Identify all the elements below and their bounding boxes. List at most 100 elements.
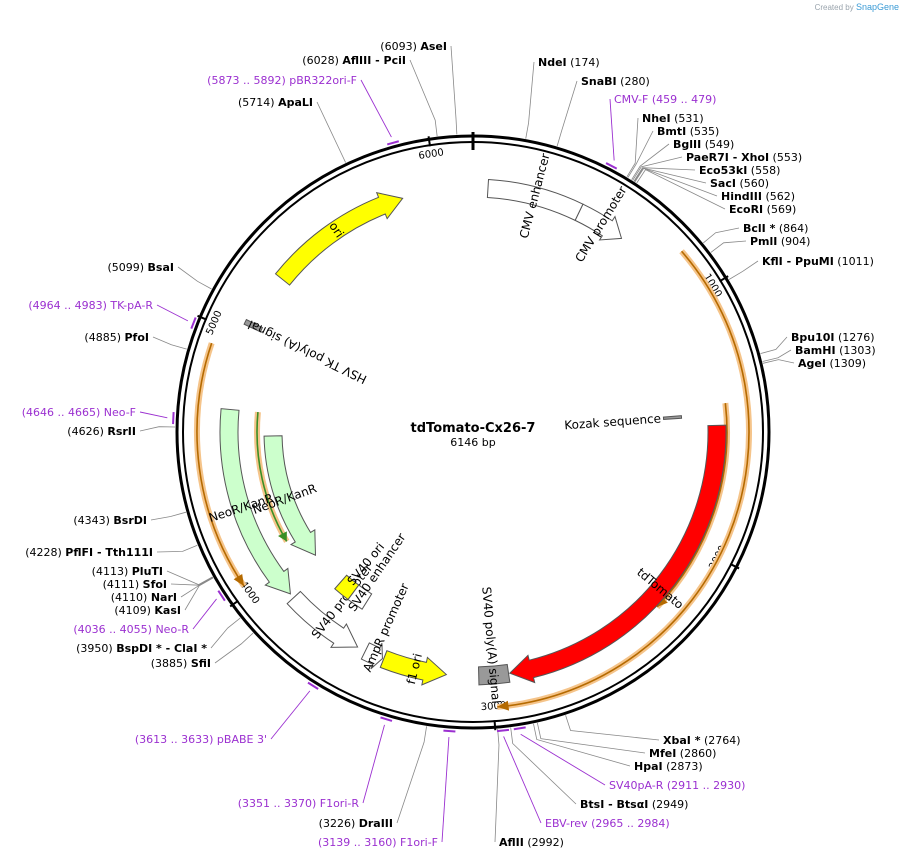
enzyme-label: HpaI (2873)	[634, 760, 703, 773]
enzyme-leader-line	[703, 227, 740, 244]
orf-arc-line	[656, 403, 728, 608]
enzyme-leader-line	[710, 240, 747, 253]
feature-arrow	[334, 574, 360, 601]
enzyme-name: PmlI	[750, 235, 777, 248]
enzyme-label: Eco53kI (558)	[699, 164, 780, 177]
primer-leader-line	[441, 737, 450, 843]
enzyme-num: (6028)	[302, 54, 342, 67]
enzyme-num: (4113)	[92, 565, 132, 578]
enzyme-name: PaeR7I	[686, 151, 729, 164]
enzyme-name: HpaI	[634, 760, 663, 773]
enzyme-name: ApaLI	[278, 96, 313, 109]
enzyme-name: SacI	[710, 177, 736, 190]
enzyme-num: (549)	[701, 138, 734, 151]
enzyme-name: BsaI	[148, 261, 174, 274]
enzyme-label: NheI (531)	[642, 112, 704, 125]
plasmid-length: 6146 bp	[450, 436, 495, 449]
enzyme-num: (3226)	[319, 817, 359, 830]
enzyme-name: BglII	[673, 138, 701, 151]
enzyme-leader-line	[177, 266, 212, 290]
enzyme-label: (6028) AflIII - PciI	[302, 54, 406, 67]
enzyme-name: AflII	[499, 836, 524, 849]
enzyme-label: (4626) RsrII	[67, 425, 136, 438]
enzyme-name: XbaI *	[663, 734, 701, 747]
enzyme-label: BmtI (535)	[657, 125, 719, 138]
orf-arc-line	[256, 411, 288, 542]
feature-arrow	[347, 584, 373, 610]
primer-bar	[190, 317, 197, 330]
enzyme-name: AseI	[420, 40, 447, 53]
enzyme-num: (4885)	[84, 331, 124, 344]
orf-arrowhead	[278, 531, 287, 542]
orf-arc-line	[497, 250, 750, 708]
enzyme-name: SfiI	[191, 657, 211, 670]
enzyme-leader-line	[150, 511, 187, 521]
primer-label: (3613 .. 3633) pBABE 3'	[135, 733, 267, 746]
enzyme-leader-line	[728, 260, 759, 280]
enzyme-num: (2949)	[648, 798, 688, 811]
primer-label: (4036 .. 4055) Neo-R	[73, 623, 189, 636]
primer-bar	[386, 140, 400, 146]
enzyme-num: (4109)	[114, 604, 154, 617]
enzyme-leader-line	[525, 61, 535, 139]
primer-label: (3139 .. 3160) F1ori-F	[318, 836, 438, 849]
enzyme-num: (535)	[686, 125, 719, 138]
enzyme-num: (1309)	[826, 357, 866, 370]
enzyme-num: (4228)	[25, 546, 65, 559]
enzyme-num: (1011)	[834, 255, 874, 268]
enzyme-leader-line	[556, 80, 578, 147]
primer-bar	[172, 412, 175, 425]
plasmid-name: tdTomato-Cx26-7	[411, 421, 536, 436]
enzyme-name: RsrII	[107, 425, 136, 438]
enzyme-num: (569)	[763, 203, 796, 216]
enzyme-label: (4109) KasI	[114, 604, 181, 617]
enzyme-leader-line	[631, 143, 670, 180]
feature-arrow	[360, 642, 383, 670]
feature-arrow	[274, 191, 404, 286]
feature-arrow	[478, 663, 511, 686]
enzyme-name: NheI	[642, 112, 671, 125]
feature-arrow	[574, 203, 623, 241]
enzyme-name: SnaBI	[581, 75, 617, 88]
enzyme-label: AflII (2992)	[499, 836, 564, 849]
enzyme-leader-line	[636, 169, 726, 210]
enzyme-num: (864)	[775, 222, 808, 235]
enzyme-label: (5714) ApaLI	[238, 96, 313, 109]
enzyme-name: BsrDI	[113, 514, 147, 527]
enzyme-name: PflFI	[65, 546, 93, 559]
enzyme-num: (280)	[617, 75, 650, 88]
enzyme-label: (5099) BsaI	[107, 261, 174, 274]
tick-label: 3000	[480, 700, 506, 713]
restriction-sites: (6093) AseI(6028) AflIII - PciI(5714) Ap…	[25, 40, 875, 849]
enzyme-label: HindIII (562)	[721, 190, 795, 203]
enzyme-leader-line	[214, 632, 254, 664]
enzyme-num: (560)	[736, 177, 769, 190]
enzyme-label: Bpu10I (1276)	[791, 331, 875, 344]
enzyme-num: (904)	[777, 235, 810, 248]
primer-label: EBV-rev (2965 .. 2984)	[545, 817, 670, 830]
enzyme-num: (531)	[671, 112, 704, 125]
enzyme-name: AflIII	[342, 54, 371, 67]
enzyme-label: NdeI (174)	[538, 56, 600, 69]
enzyme-label: BtsI - BtsαI (2949)	[580, 798, 688, 811]
enzyme-leader-line	[510, 727, 577, 805]
enzyme-suffix: - PpuMI	[783, 255, 834, 268]
primer-bar	[605, 162, 618, 170]
enzyme-suffix: - PciI	[371, 54, 406, 67]
feature-arrow	[243, 318, 264, 333]
tick-mark	[719, 275, 729, 283]
enzyme-num: (558)	[747, 164, 780, 177]
enzyme-leader-line	[156, 544, 198, 553]
enzyme-name: BmtI	[657, 125, 686, 138]
enzyme-name: KflI	[762, 255, 783, 268]
primer-leader-line	[609, 98, 615, 161]
primer-leader-line	[503, 736, 542, 824]
enzyme-leader-line	[762, 349, 792, 362]
enzyme-leader-line	[632, 156, 683, 181]
enzyme-name: MfeI	[649, 747, 676, 760]
enzyme-name: KasI	[154, 604, 181, 617]
enzyme-leader-line	[184, 577, 214, 611]
primer-sites: (5873 .. 5892) pBR322ori-F(4964 .. 4983)…	[22, 74, 746, 849]
enzyme-label: SacI (560)	[710, 177, 769, 190]
primer-leader-line	[270, 690, 311, 740]
